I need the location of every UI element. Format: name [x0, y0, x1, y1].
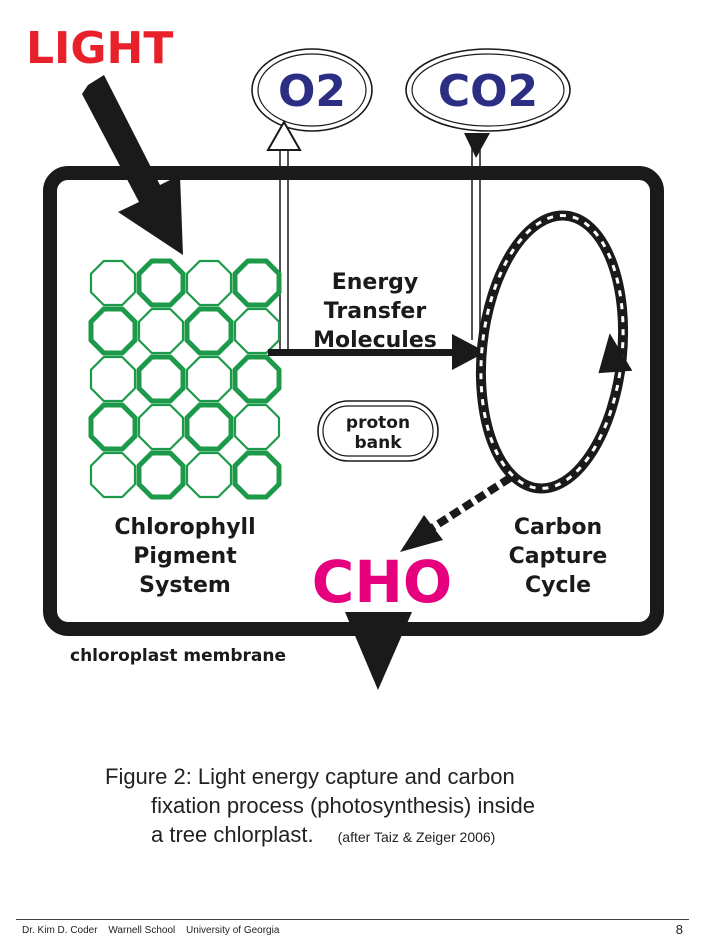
chlorophyll-octagon [184, 402, 234, 452]
carbon-label-2: Capture [509, 544, 608, 569]
chlorophyll-octagon [89, 259, 137, 307]
footer-school: Warnell School [108, 925, 176, 936]
cho-down-arrow [345, 612, 412, 690]
carbon-label-1: Carbon [514, 515, 602, 540]
chlorophyll-octagon [88, 402, 138, 452]
chlorophyll-octagon [89, 451, 137, 499]
cho-label: CHO [312, 548, 452, 616]
caption-credit: (after Taiz & Zeiger 2006) [337, 829, 496, 845]
energy-label-1: Energy [332, 270, 419, 295]
chlorophyll-octagon [136, 450, 186, 500]
chlorophyll-octagon [232, 354, 282, 404]
chlorophyll-octagon [137, 307, 185, 355]
caption-line-1: Figure 2: Light energy capture and carbo… [105, 764, 515, 789]
energy-label-3: Molecules [313, 328, 437, 353]
carbon-capture-cycle [475, 210, 633, 494]
carbon-label-3: Cycle [525, 573, 591, 598]
caption-line-3-text: a tree chlorplast. [151, 822, 314, 847]
chlorophyll-label-2: Pigment [133, 544, 237, 569]
o2-up-arrow [266, 119, 302, 151]
chlorophyll-octagon [88, 306, 138, 356]
caption-line-2: fixation process (photosynthesis) inside [151, 793, 535, 818]
caption-line-3: a tree chlorplast. (after Taiz & Zeiger 2… [105, 820, 665, 852]
o2-outflow-pipe [266, 119, 302, 355]
footer-university: University of Georgia [186, 925, 280, 936]
chlorophyll-grid [88, 258, 282, 500]
co2-label: CO2 [438, 66, 538, 117]
o2-bubble [251, 48, 373, 132]
proton-label-1: proton [346, 413, 410, 433]
chlorophyll-octagon [185, 451, 233, 499]
figure-caption: Figure 2: Light energy capture and carbo… [105, 762, 665, 852]
footer-rule [16, 919, 689, 920]
energy-transfer-arrow [268, 334, 486, 370]
footer-credits: Dr. Kim D. Coder Warnell School Universi… [22, 925, 287, 936]
chlorophyll-octagon [137, 403, 185, 451]
chlorophyll-octagon [232, 450, 282, 500]
proton-label-2: bank [354, 433, 402, 453]
co2-bubble [405, 48, 571, 132]
light-arrow [82, 75, 183, 255]
chlorophyll-octagon [233, 403, 281, 451]
light-label: LIGHT [26, 23, 173, 74]
energy-label-2: Transfer [324, 299, 427, 324]
chlorophyll-label-1: Chlorophyll [114, 515, 255, 540]
chlorophyll-octagon [136, 258, 186, 308]
page-number: 8 [675, 922, 683, 937]
chlorophyll-octagon [233, 307, 281, 355]
chlorophyll-octagon [185, 355, 233, 403]
membrane-label: chloroplast membrane [70, 646, 286, 666]
chlorophyll-octagon [136, 354, 186, 404]
co2-down-arrow [464, 133, 490, 158]
proton-bank [317, 400, 439, 462]
cho-output-arrow [400, 474, 513, 552]
o2-label: O2 [278, 66, 346, 117]
chlorophyll-octagon [232, 258, 282, 308]
chlorophyll-octagon [89, 355, 137, 403]
footer-author: Dr. Kim D. Coder [22, 925, 98, 936]
chlorophyll-label-3: System [139, 573, 231, 598]
chlorophyll-octagon [184, 306, 234, 356]
chlorophyll-octagon [185, 259, 233, 307]
cycle-up-arrow [598, 333, 633, 374]
co2-inflow-pipe [464, 133, 490, 340]
